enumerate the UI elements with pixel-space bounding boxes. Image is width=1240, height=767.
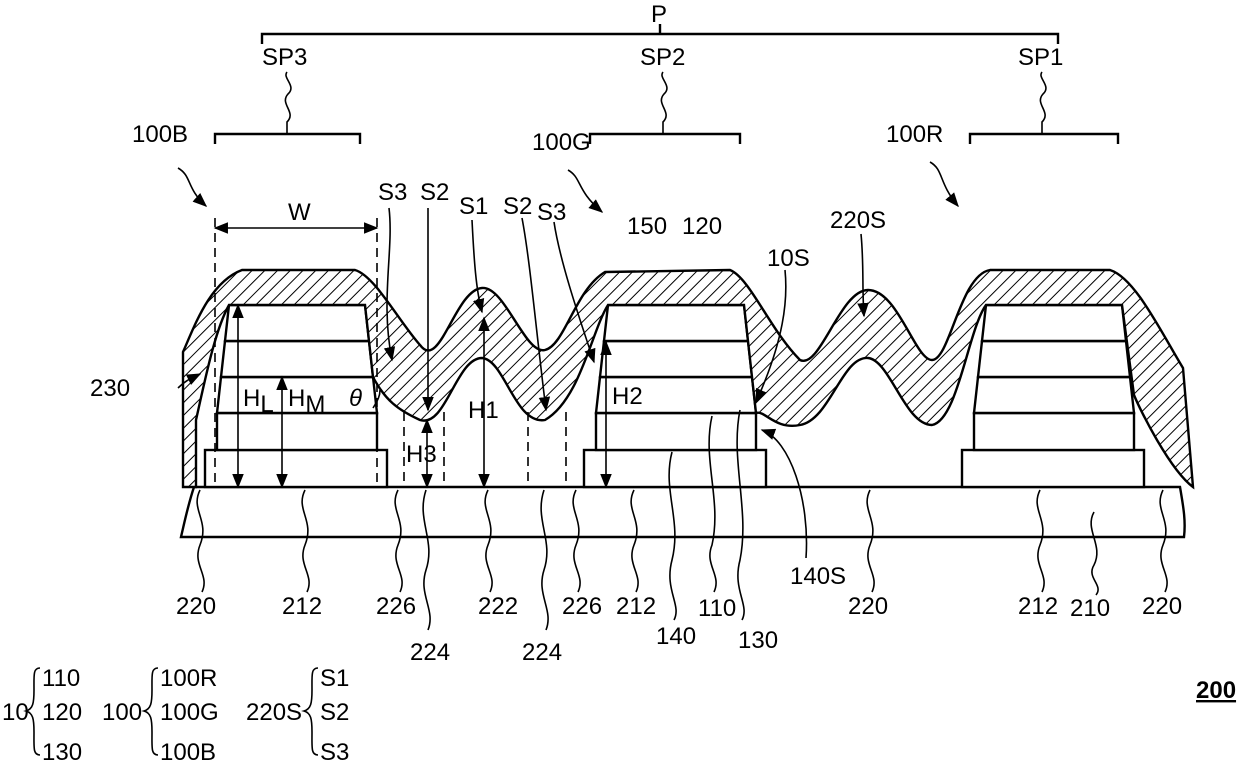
legend-group-100: 100 100R 100G 100B <box>102 665 219 766</box>
label-212-left: 212 <box>282 593 322 620</box>
label-100r: 100R <box>886 121 943 148</box>
label-sp3: SP3 <box>262 44 307 71</box>
electrode-212-right <box>962 450 1144 487</box>
label-h1: H1 <box>468 397 499 424</box>
label-212-right: 212 <box>1018 593 1058 620</box>
label-224-right: 224 <box>522 639 562 666</box>
figure-number: 200 <box>1196 677 1236 704</box>
label-140: 140 <box>656 623 696 650</box>
label-130: 130 <box>738 627 778 654</box>
label-s2-left: S2 <box>420 179 449 206</box>
span-bracket-sp3 <box>215 72 360 144</box>
span-bracket-sp2 <box>590 72 740 144</box>
label-w: W <box>288 199 311 226</box>
label-100g: 100G <box>532 129 591 156</box>
layer-150 <box>604 305 748 341</box>
legend-10-item-130: 130 <box>42 739 82 766</box>
label-212-middle: 212 <box>616 593 656 620</box>
label-h2: H2 <box>612 383 643 410</box>
label-220-left: 220 <box>176 593 216 620</box>
label-sp1: SP1 <box>1018 44 1063 71</box>
label-s3-right: S3 <box>537 199 566 226</box>
label-220-right: 220 <box>1142 593 1182 620</box>
electrode-212-left <box>205 450 387 487</box>
legend-220s-name: 220S <box>246 699 302 726</box>
legend-group-10: 10 110 120 130 <box>2 665 82 766</box>
legend-10-name: 10 <box>2 699 29 726</box>
legend-220s-item-s3: S3 <box>320 739 349 766</box>
label-120: 120 <box>682 213 722 240</box>
substrate-210 <box>181 487 1185 537</box>
label-224-left: 224 <box>410 639 450 666</box>
label-110: 110 <box>698 595 736 622</box>
legend-group-220s: 220S S1 S2 S3 <box>246 665 349 766</box>
label-220-middle: 220 <box>848 593 888 620</box>
label-100b: 100B <box>132 121 188 148</box>
light-emitting-device-100r <box>962 305 1144 487</box>
legend-220s-item-s2: S2 <box>320 699 349 726</box>
span-bracket-sp1 <box>970 72 1118 144</box>
legend-100-item-100b: 100B <box>160 739 216 766</box>
label-230: 230 <box>90 375 130 402</box>
label-210: 210 <box>1070 595 1110 622</box>
legend-100-name: 100 <box>102 699 142 726</box>
legend-10-item-120: 120 <box>42 699 82 726</box>
label-226-left: 226 <box>376 593 416 620</box>
layer-140 <box>596 413 756 450</box>
label-s1: S1 <box>459 193 488 220</box>
label-p: P <box>651 1 667 28</box>
label-222: 222 <box>478 593 518 620</box>
label-s2-right: S2 <box>503 193 532 220</box>
layer-120 <box>600 341 752 377</box>
label-150: 150 <box>627 213 667 240</box>
label-s3-left: S3 <box>378 179 407 206</box>
legend-10-item-110: 110 <box>42 665 80 692</box>
label-10s: 10S <box>767 245 810 272</box>
legend-220s-item-s1: S1 <box>320 665 349 692</box>
legend-100-item-100r: 100R <box>160 665 217 692</box>
label-h3: H3 <box>406 441 437 468</box>
label-theta: θ <box>349 385 362 412</box>
label-226-right: 226 <box>562 593 602 620</box>
label-220s-top: 220S <box>830 207 886 234</box>
label-sp2: SP2 <box>640 44 685 71</box>
legend-100-item-100g: 100G <box>160 699 219 726</box>
label-140s: 140S <box>790 563 846 590</box>
